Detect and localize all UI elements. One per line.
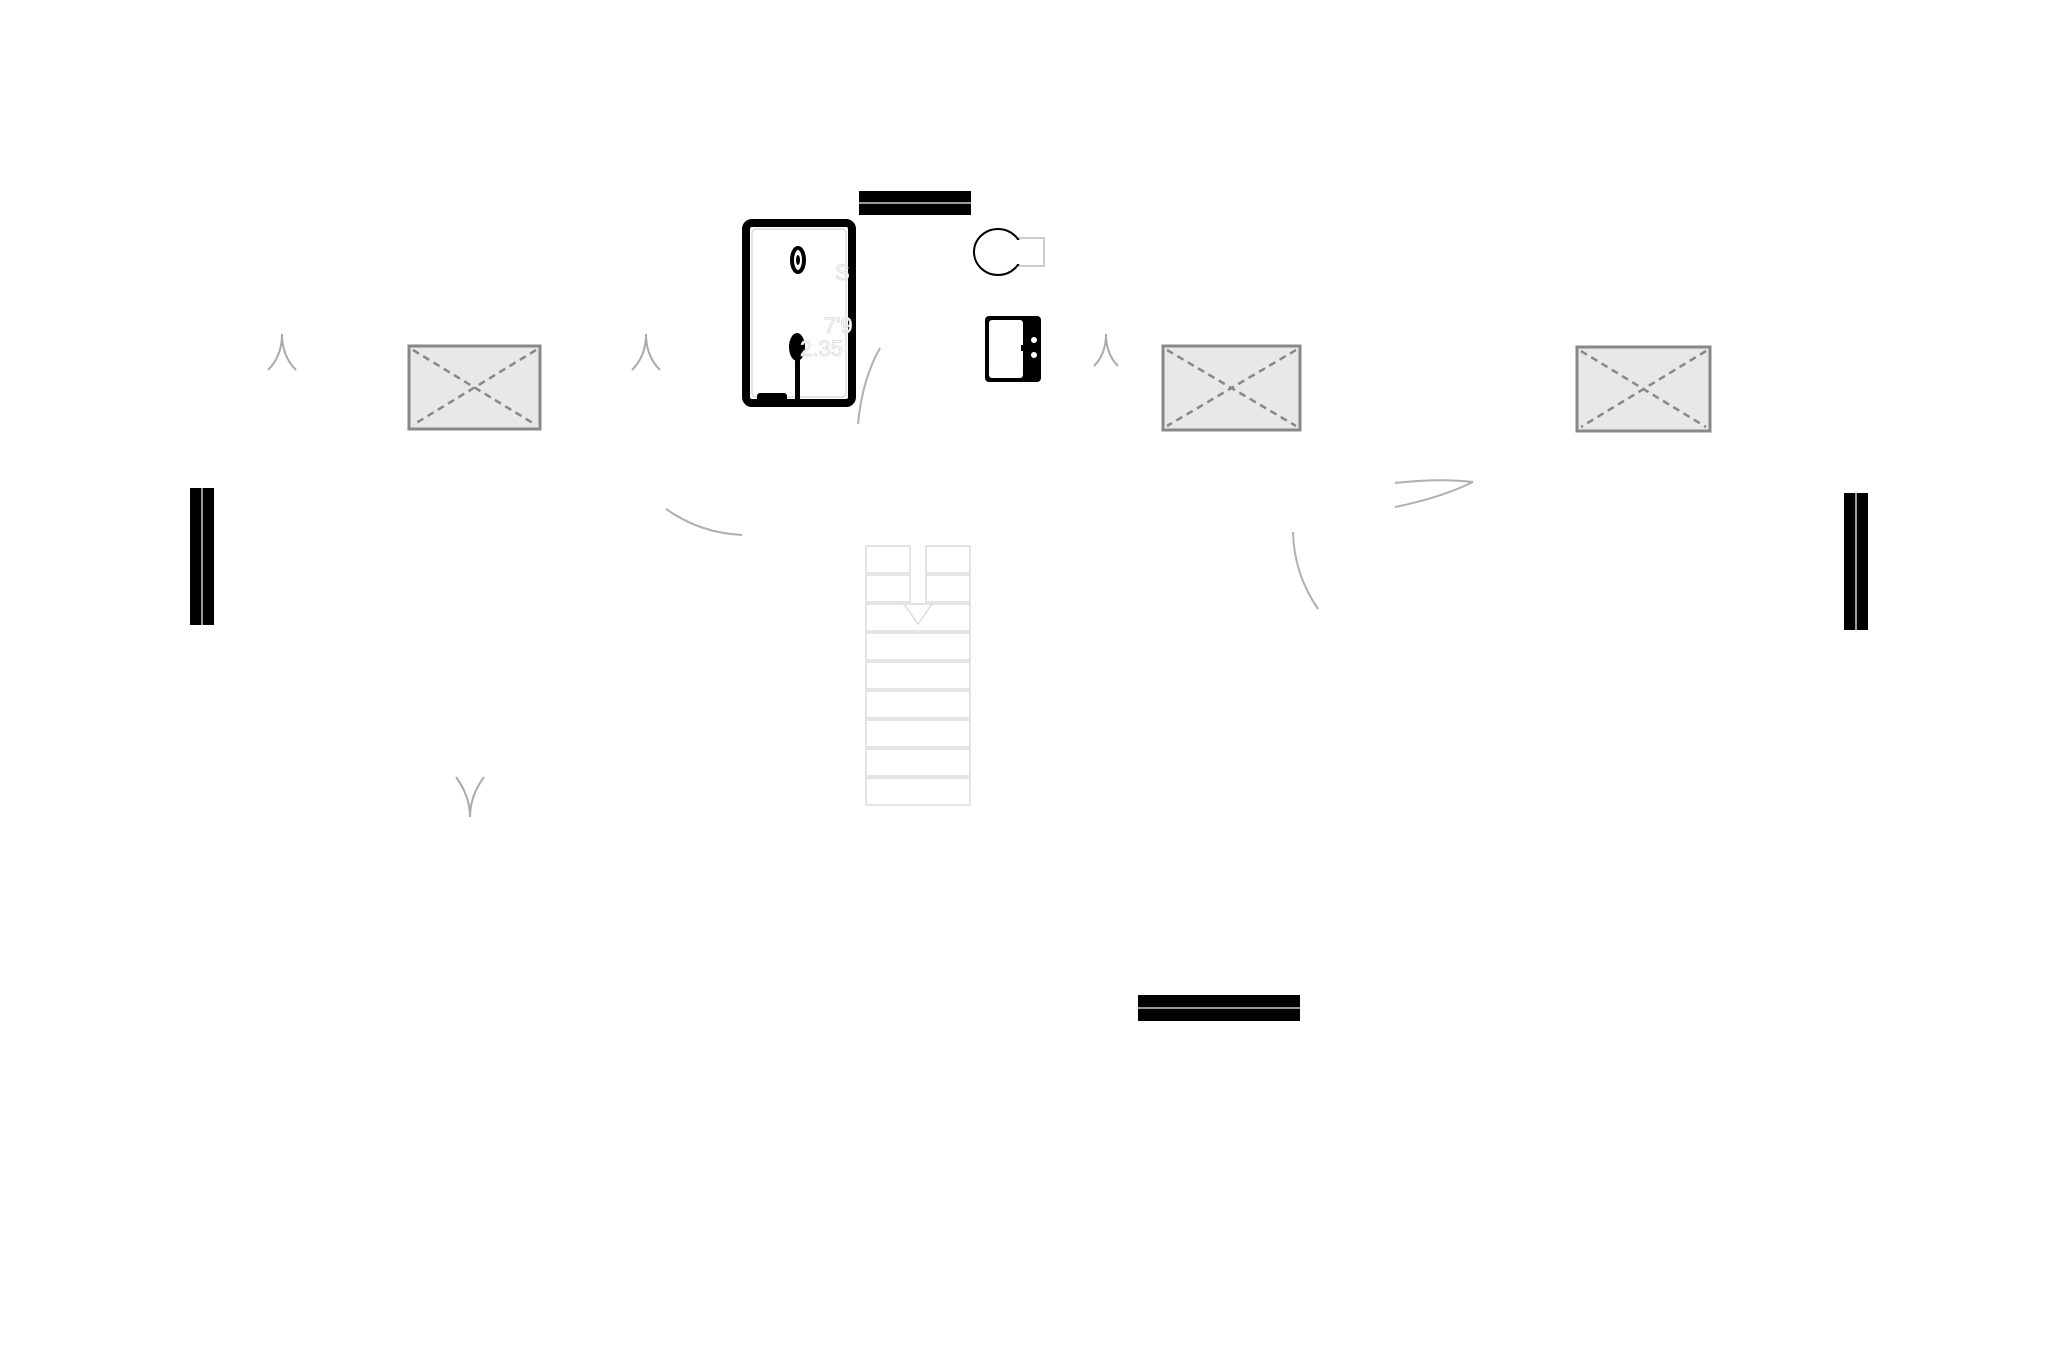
dimension-imperial: 7'9: [824, 313, 853, 338]
drain-icon: [789, 333, 805, 361]
sink-icon: [985, 316, 1041, 382]
window-right: [1844, 493, 1868, 630]
stair-tread: [865, 719, 971, 748]
stair-direction-arrow-icon: [903, 603, 933, 626]
stair-tread: [865, 574, 911, 603]
fixture-mark-4: [455, 776, 485, 818]
dimension-metric: 2.35: [800, 336, 843, 361]
shower: S 7'9 2.35: [742, 219, 856, 407]
stair-tread: [865, 632, 971, 661]
window-bottom: [1138, 995, 1300, 1021]
door-arc-3: [1292, 531, 1319, 610]
stair-tread: [925, 574, 971, 603]
door-arc-2: [1394, 479, 1474, 508]
stair-tread: [865, 690, 971, 719]
stair-tread: [865, 603, 971, 632]
fixture-mark-2: [631, 333, 661, 371]
window-top-bath: [859, 191, 971, 215]
window-left: [190, 488, 214, 625]
door-arc-bath: [857, 347, 881, 425]
stair-tread: [865, 748, 971, 777]
door-arc-1: [665, 508, 743, 536]
furniture-box-left: [407, 344, 542, 431]
stair-tread: [865, 777, 971, 806]
furniture-box-center-right: [1161, 344, 1302, 432]
fixture-mark-3: [1093, 333, 1119, 367]
stair-tread: [865, 661, 971, 690]
stair-tread: [925, 545, 971, 574]
staircase: [865, 545, 971, 806]
toilet-icon: [973, 228, 1045, 276]
furniture-box-right: [1575, 345, 1712, 433]
fixture-mark-1: [267, 333, 297, 371]
room-label-letter: S: [835, 260, 850, 285]
stair-tread: [865, 545, 911, 574]
